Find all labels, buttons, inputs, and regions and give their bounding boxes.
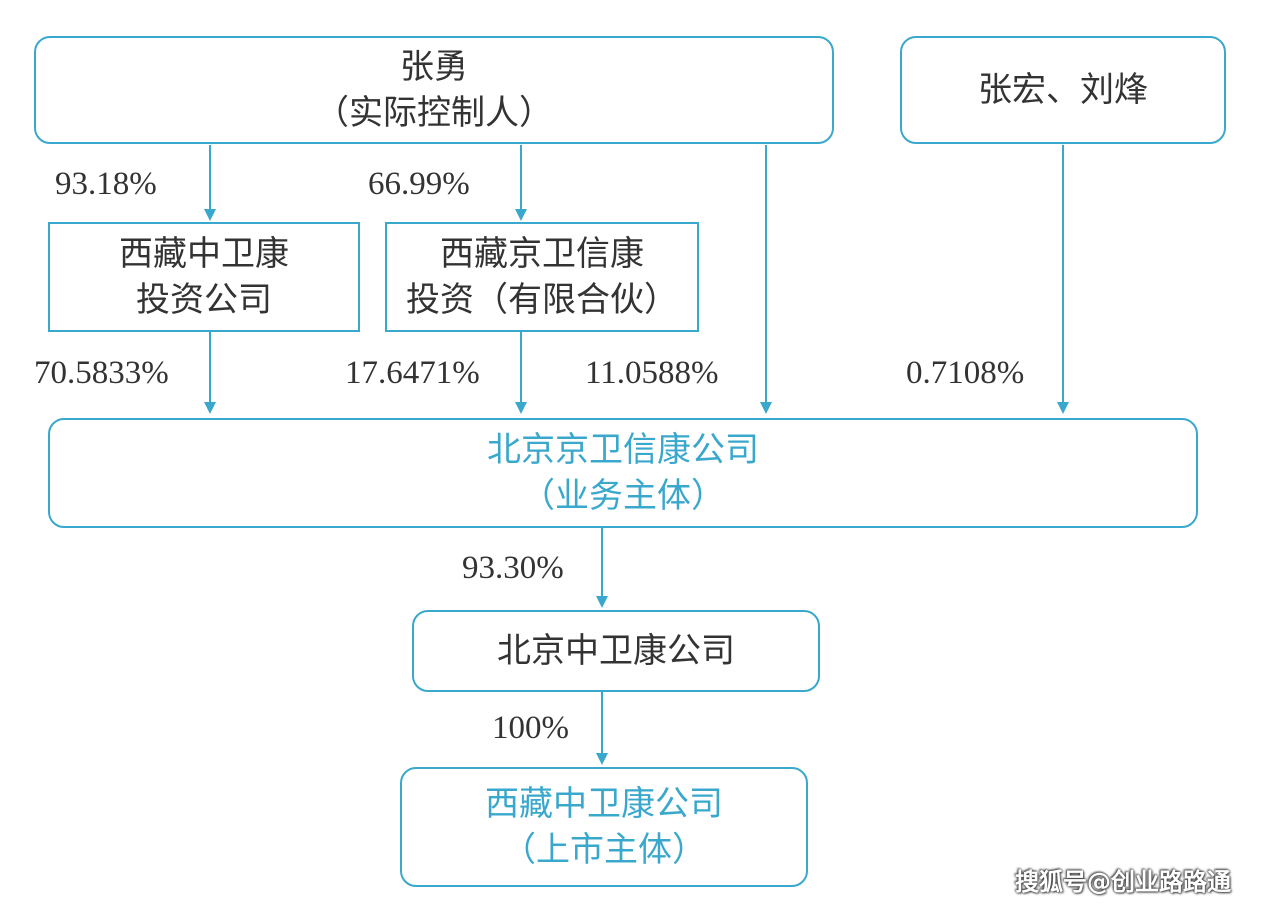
node-zhang-hong-liu-feng-name: 张宏、刘烽 — [978, 70, 1148, 110]
label-jwxk-invest-to-bj-jwxk: 17.6471% — [345, 355, 480, 391]
node-xizang-jwxk-invest-line1: 西藏京卫信康 — [440, 234, 644, 274]
node-zhang-yong: 张勇 （实际控制人） — [34, 36, 834, 144]
label-zhlf-to-bj-jwxk: 0.7108% — [906, 355, 1025, 391]
node-beijing-zwk-name: 北京中卫康公司 — [497, 631, 735, 671]
label-zy-to-zwk-invest: 93.18% — [55, 166, 157, 202]
node-beijing-zwk: 北京中卫康公司 — [412, 610, 820, 692]
node-xizang-zwk-role: （上市主体） — [502, 830, 706, 870]
node-xizang-zwk-name: 西藏中卫康公司 — [485, 784, 723, 824]
node-zhang-yong-role: （实际控制人） — [315, 93, 553, 133]
node-xizang-zwk-invest: 西藏中卫康 投资公司 — [48, 222, 360, 332]
node-xizang-zwk-invest-line2: 投资公司 — [136, 280, 272, 320]
label-zwk-invest-to-bj-jwxk: 70.5833% — [34, 355, 169, 391]
node-beijing-jwxk-name: 北京京卫信康公司 — [487, 430, 759, 470]
node-beijing-jwxk-role: （业务主体） — [521, 476, 725, 516]
label-zy-to-bj-jwxk: 11.0588% — [585, 355, 719, 391]
node-zhang-hong-liu-feng: 张宏、刘烽 — [900, 36, 1226, 144]
node-zhang-yong-name: 张勇 — [400, 47, 468, 87]
node-xizang-zwk-invest-line1: 西藏中卫康 — [119, 234, 289, 274]
label-bj-zwk-to-xz-zwk: 100% — [492, 710, 569, 746]
node-xizang-jwxk-invest-line2: 投资（有限合伙） — [406, 280, 678, 320]
node-xizang-zwk: 西藏中卫康公司 （上市主体） — [400, 767, 808, 887]
node-beijing-jwxk: 北京京卫信康公司 （业务主体） — [48, 418, 1198, 528]
node-xizang-jwxk-invest: 西藏京卫信康 投资（有限合伙） — [385, 222, 699, 332]
watermark: 搜狐号@创业路路通 — [1015, 868, 1231, 896]
label-bj-jwxk-to-bj-zwk: 93.30% — [462, 550, 564, 586]
label-zy-to-jwxk-invest: 66.99% — [368, 166, 470, 202]
